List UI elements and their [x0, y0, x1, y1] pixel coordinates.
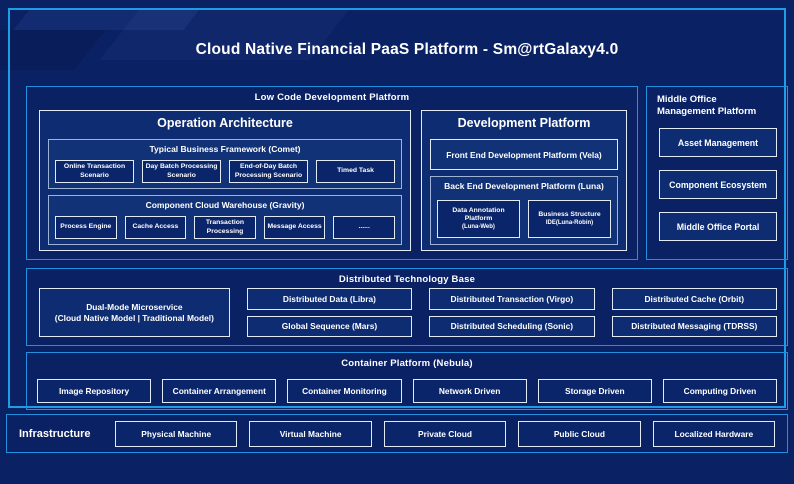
box-title: Component Cloud Warehouse (Gravity) [145, 200, 305, 210]
leaf-sublabel: (Luna-Web) [462, 224, 495, 231]
box-end-of-day-batch-processing-scenario: End-of-Day Batch Processing Scenario [229, 160, 308, 183]
box-storage-driven: Storage Driven [537, 379, 652, 403]
box-typical-business-framework: Typical Business Framework (Comet) Onlin… [48, 139, 402, 189]
box-virtual-machine: Virtual Machine [249, 420, 372, 447]
section-title: Middle Office Management Platform [657, 94, 757, 118]
box-title: Back End Development Platform (Luna) [444, 181, 604, 191]
box-dual-mode-microservice: Dual-Mode Microservice (Cloud Native Mod… [39, 288, 230, 337]
box-transaction-processing: Transaction Processing [194, 216, 256, 239]
box-distributed-messaging: Distributed Messaging (TDRSS) [611, 315, 777, 337]
leaf-label: Data Annotation Platform [452, 206, 505, 222]
box-ellipsis: ...... [333, 216, 395, 239]
box-global-sequence: Global Sequence (Mars) [246, 315, 413, 337]
box-computing-driven: Computing Driven [662, 379, 778, 403]
section-distributed-technology-base: Distributed Technology Base Dual-Mode Mi… [26, 268, 788, 346]
distributed-column: Distributed Transaction (Virgo) Distribu… [429, 288, 595, 337]
distributed-grid: Dual-Mode Microservice (Cloud Native Mod… [39, 288, 777, 337]
box-business-structure-ide: Business Structure IDE(Luna-Robin) [528, 200, 611, 238]
box-distributed-cache: Distributed Cache (Orbit) [611, 288, 777, 310]
section-title: Distributed Technology Base [338, 274, 476, 285]
box-front-end-development-platform: Front End Development Platform (Vela) [430, 139, 618, 170]
box-day-batch-processing-scenario: Day Batch Processing Scenario [142, 160, 221, 183]
box-development-platform: Development Platform Front End Developme… [421, 110, 627, 251]
section-container-platform: Container Platform (Nebula) Image Reposi… [26, 352, 788, 410]
box-back-end-development-platform: Back End Development Platform (Luna) Dat… [430, 176, 618, 245]
box-component-ecosystem: Component Ecosystem [659, 170, 777, 199]
leaf-row: Data Annotation Platform (Luna-Web) Busi… [437, 200, 611, 238]
leaf-row: Process Engine Cache Access Transaction … [55, 216, 395, 239]
box-title: Typical Business Framework (Comet) [149, 144, 301, 154]
section-infrastructure: Infrastructure Physical Machine Virtual … [6, 414, 788, 453]
leaf-sublabel: IDE(Luna-Robin) [545, 219, 594, 226]
box-title: Development Platform [457, 116, 591, 130]
box-online-transaction-scenario: Online Transaction Scenario [55, 160, 134, 183]
leaf-sublabel: (Cloud Native Model | Traditional Model) [54, 312, 214, 323]
box-image-repository: Image Repository [37, 379, 152, 403]
distributed-column: Distributed Cache (Orbit) Distributed Me… [611, 288, 777, 337]
box-process-engine: Process Engine [55, 216, 117, 239]
leaf-row: Image Repository Container Arrangement C… [37, 379, 778, 403]
box-component-cloud-warehouse: Component Cloud Warehouse (Gravity) Proc… [48, 195, 402, 245]
leaf-label: Business Structure [538, 210, 601, 218]
box-container-monitoring: Container Monitoring [287, 379, 402, 403]
leaf-label: Dual-Mode Microservice [86, 301, 183, 312]
box-title: Operation Architecture [157, 116, 293, 130]
box-operation-architecture: Operation Architecture Typical Business … [39, 110, 411, 251]
section-title: Infrastructure [19, 427, 91, 440]
leaf-row: Online Transaction Scenario Day Batch Pr… [55, 160, 395, 183]
section-title: Low Code Development Platform [254, 92, 410, 103]
distributed-column: Distributed Data (Libra) Global Sequence… [246, 288, 413, 337]
box-private-cloud: Private Cloud [383, 420, 507, 447]
box-container-arrangement: Container Arrangement [162, 379, 277, 403]
section-title: Container Platform (Nebula) [341, 358, 473, 369]
section-middle-office-management-platform: Middle Office Management Platform Asset … [646, 86, 788, 260]
box-asset-management: Asset Management [659, 128, 777, 157]
box-cache-access: Cache Access [124, 216, 187, 239]
box-physical-machine: Physical Machine [115, 420, 238, 447]
box-data-annotation-platform: Data Annotation Platform (Luna-Web) [437, 200, 520, 238]
box-public-cloud: Public Cloud [518, 420, 641, 447]
section-low-code-development-platform: Low Code Development Platform Operation … [26, 86, 638, 260]
box-message-access: Message Access [263, 216, 326, 239]
box-distributed-data: Distributed Data (Libra) [246, 288, 413, 310]
box-network-driven: Network Driven [412, 379, 527, 403]
box-distributed-scheduling: Distributed Scheduling (Sonic) [429, 315, 595, 337]
platform-frame: Cloud Native Financial PaaS Platform - S… [8, 8, 788, 410]
box-localized-hardware: Localized Hardware [652, 420, 776, 447]
box-timed-task: Timed Task [316, 160, 395, 183]
page-title: Cloud Native Financial PaaS Platform - S… [195, 41, 619, 58]
box-middle-office-portal: Middle Office Portal [659, 212, 777, 241]
box-distributed-transaction: Distributed Transaction (Virgo) [429, 288, 595, 310]
